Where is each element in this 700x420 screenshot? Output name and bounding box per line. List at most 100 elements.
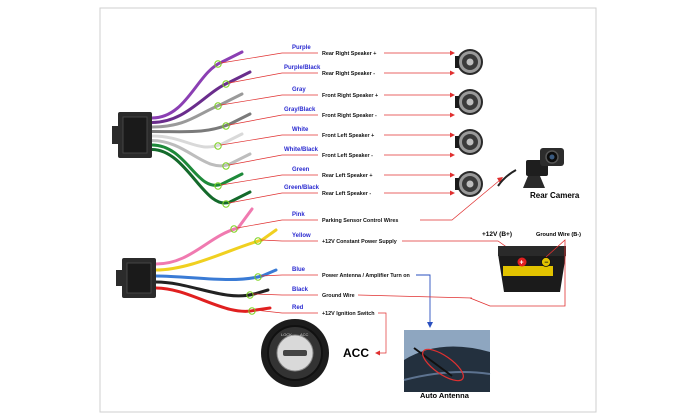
battery-ground-lead [469,239,566,307]
wire-color-label: Red [292,305,304,311]
leader-to-acc [378,312,387,354]
arrow-head [450,70,455,76]
wire-color-label: White [292,127,309,133]
wire-color-label: White/Black [284,147,319,153]
leader-to-camera [420,179,501,221]
auto-antenna-icon [403,330,491,392]
arrow-head [450,172,455,178]
wire-marker [214,60,222,68]
arrow-head [450,92,455,98]
wire-color-label: Gray [292,87,306,93]
leader-line [228,154,283,166]
leader-line [220,52,283,64]
wire-marker [246,291,254,299]
wire-color-label: Pink [292,212,305,218]
wire-function-label: Rear Right Speaker + [322,51,376,57]
wire-c2-4 [154,286,272,313]
wire-color-label: Green [292,167,310,173]
leader-line [220,94,283,106]
wire-c1-0 [150,50,244,120]
wire-c2-0 [154,207,254,266]
leader-line [260,274,283,277]
wire-c1-6 [150,143,244,187]
wire-c2-2 [154,268,278,282]
wire-marker [214,102,222,110]
arrow-head [450,132,455,138]
wire-connector-icon [112,112,152,158]
wire-function-label: Rear Left Speaker - [322,191,371,197]
wire-color-label: Blue [292,267,306,273]
wire-function-label: Power Antenna / Amplifier Turn on [322,273,410,279]
rear-camera-icon [497,148,564,188]
wire-function-label: +12V Constant Power Supply [322,239,397,245]
wire-color-label: Purple [292,45,311,51]
leader-to-antenna [416,274,431,324]
wire-marker [248,307,256,315]
arrow-head [427,322,433,328]
wire-color-label: Yellow [292,233,311,239]
wire-color-label: Purple/Black [284,65,321,71]
leader-line [220,134,283,146]
diagram-border [99,7,597,413]
arrow-head [375,350,380,356]
leader-line [220,174,283,186]
speaker-icon [455,129,483,155]
wire-connector-icon [116,258,156,298]
wire-marker [254,237,262,245]
leader-line [254,309,283,314]
wire-function-label: +12V Ignition Switch [322,311,375,317]
leader-to-ground [357,294,473,299]
wire-marker [230,225,238,233]
speaker-icon [455,49,483,75]
wire-color-label: Black [292,287,309,293]
wire-marker [222,162,230,170]
arrow-head [450,112,455,118]
leader-line [236,219,283,229]
leader-line [260,239,283,242]
leader-line [228,192,283,204]
wire-marker [222,200,230,208]
svg-text:−: − [544,260,548,267]
wire-color-label: Gray/Black [284,107,316,113]
arrow-head [497,177,503,183]
svg-text:ACC: ACC [300,332,309,337]
arrow-head [450,190,455,196]
wire-marker [222,80,230,88]
wire-c2-3 [154,280,270,298]
wire-color-label: Green/Black [284,185,320,191]
leader-line [228,72,283,84]
wire-function-label: Rear Right Speaker - [322,71,375,77]
svg-text:+: + [520,260,524,267]
wire-function-label: Ground Wire [322,293,355,299]
rear-camera-label: Rear Camera [530,191,580,200]
arrow-head [450,50,455,56]
svg-text:LOCK: LOCK [281,332,292,337]
wire-c1-7 [150,148,252,205]
wire-marker [254,273,262,281]
wire-function-label: Front Right Speaker + [322,93,378,99]
wire-c2-1 [154,228,278,272]
wire-c1-3 [150,112,252,134]
car-battery-icon: + − [498,246,566,292]
speaker-icon [455,89,483,115]
speaker-icon [455,171,483,197]
acc-label: ACC [343,346,369,360]
ground-wire-label: Ground Wire (B-) [536,232,581,238]
ignition-switch-icon: LOCK ACC [261,319,329,387]
speakers-layer [455,49,483,197]
wire-function-label: Rear Left Speaker + [322,173,373,179]
wire-function-label: Parking Sensor Control Wires [322,218,398,224]
wire-marker [214,182,222,190]
battery-positive-label: +12V (B+) [482,231,512,238]
leader-line [228,114,283,126]
wire-marker [222,122,230,130]
wire-function-label: Front Left Speaker + [322,133,374,139]
leader-line [252,293,283,296]
arrow-head [450,152,455,158]
wire-function-label: Front Right Speaker - [322,113,377,119]
wire-marker [214,142,222,150]
wire-function-label: Front Left Speaker - [322,153,373,159]
wire-c1-2 [150,92,244,129]
